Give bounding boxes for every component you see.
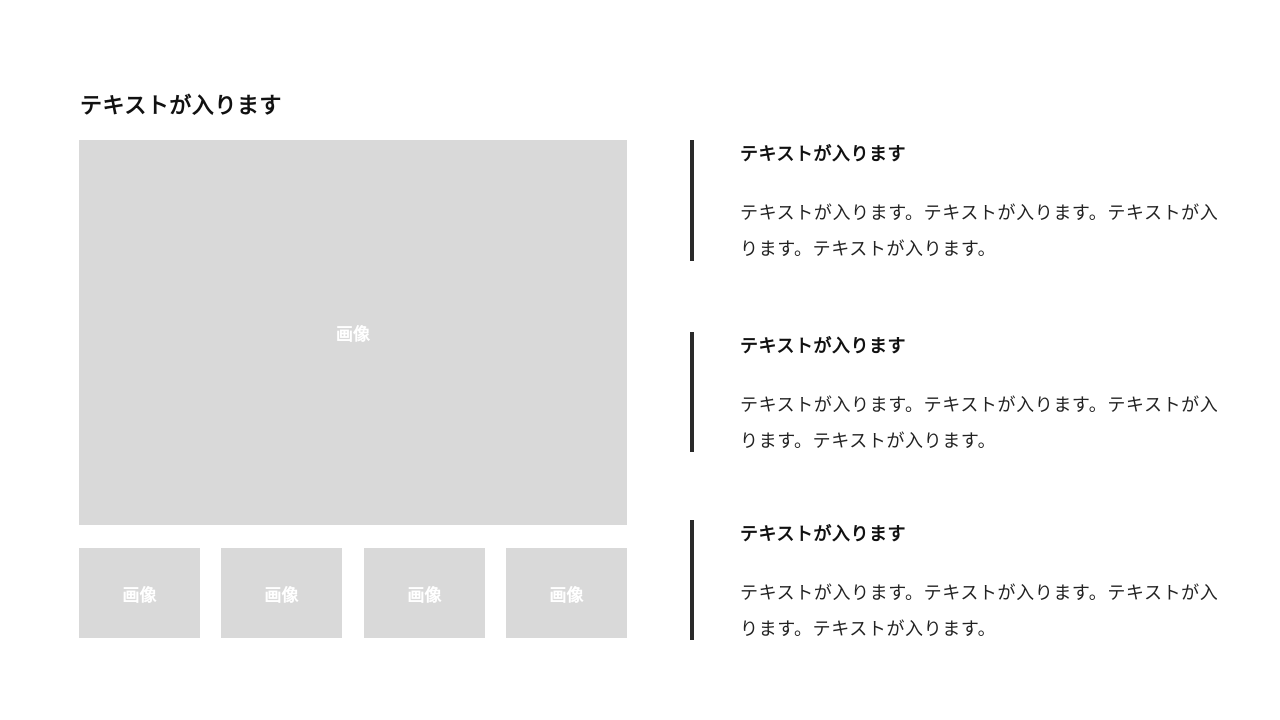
thumbnail-image-2: 画像 [221,548,342,638]
block-heading: テキストが入ります [740,144,906,165]
text-block-2: テキストが入ります テキストが入ります。テキストが入ります。テキストが入ります。… [690,332,1230,452]
main-image-placeholder: 画像 [79,140,627,525]
accent-bar [690,332,694,452]
thumbnail-label: 画像 [122,585,157,606]
accent-bar [690,520,694,640]
thumbnail-label: 画像 [264,585,299,606]
block-body: テキストが入ります。テキストが入ります。テキストが入ります。テキストが入ります。 [740,203,1219,260]
block-body: テキストが入ります。テキストが入ります。テキストが入ります。テキストが入ります。 [740,583,1219,640]
main-image-label: 画像 [336,325,370,345]
text-block-1: テキストが入ります テキストが入ります。テキストが入ります。テキストが入ります。… [690,140,1230,261]
thumbnail-label: 画像 [549,585,584,606]
thumbnail-image-1: 画像 [79,548,200,638]
block-heading: テキストが入ります [740,524,906,545]
block-body: テキストが入ります。テキストが入ります。テキストが入ります。テキストが入ります。 [740,395,1219,452]
thumbnail-image-3: 画像 [364,548,485,638]
accent-bar [690,140,694,261]
block-heading: テキストが入ります [740,336,906,357]
page-title: テキストが入ります [80,94,282,119]
text-block-3: テキストが入ります テキストが入ります。テキストが入ります。テキストが入ります。… [690,520,1230,640]
thumbnail-label: 画像 [407,585,442,606]
thumbnail-image-4: 画像 [506,548,627,638]
